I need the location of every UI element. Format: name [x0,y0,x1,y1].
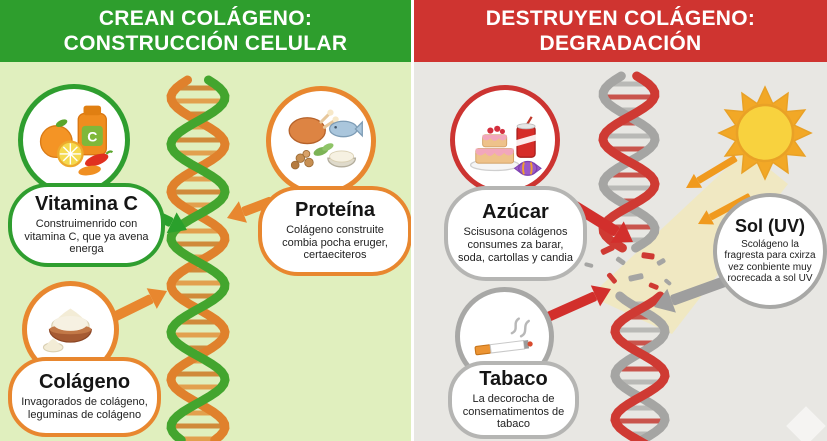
dna-helix-right-bottom [610,291,670,441]
azucar-title: Azúcar [482,201,549,224]
tabaco-title: Tabaco [479,367,548,390]
proteina-description: Colágeno construite combia pocha eruger,… [282,223,388,262]
azucar-description: Scisusona colágenos consumes za barar, s… [458,226,573,264]
sun-ray-arrow-1 [686,155,738,189]
tabaco-description: La decorocha de consematimentos de tabac… [462,392,565,431]
tabaco-bubble: Tabaco La decorocha de consematimentos d… [448,361,579,439]
sol-uv-description: Scolágeno la fragresta para cxirza vez c… [724,238,816,285]
vitamin-bottle-letter: C [87,129,97,145]
sun-icon [717,85,813,181]
proteina-bubble: Proteína Colágeno construite combia poch… [258,186,411,276]
colageno-description: Invagorados de colágeno, leguminas de co… [21,396,148,421]
azucar-icon-circle [450,85,560,195]
sun-beam [590,150,788,334]
sol-uv-arrow [654,276,728,313]
vitamina-c-title: Vitamina C [35,192,138,215]
destroy-collagen-panel: DESTRUYEN COLÁGENO: DEGRADACIÓN [414,0,827,441]
azucar-bubble: Azúcar Scisusona colágenos consumes za b… [444,186,587,281]
vitamina-c-bubble: Vitamina C Construimenrido con vitamina … [8,183,165,267]
vitamin-c-foods-icon: C [40,105,114,176]
proteina-icon-circle [266,86,376,196]
colageno-title: Colágeno [38,371,131,394]
sol-uv-title: Sol (UV) [735,216,805,237]
colageno-bubble: Colágeno Invagorados de colágeno, legumi… [8,357,161,437]
left-header: CREAN COLÁGENO: CONSTRUCCIÓN CELULAR [0,0,411,62]
right-header-line2: DEGRADACIÓN [539,32,702,55]
create-collagen-panel: CREAN COLÁGENO: CONSTRUCCIÓN CELULAR C V… [0,0,411,441]
dna-fragments [584,244,672,290]
dna-helix-right-top [598,71,660,253]
colageno-arrow [110,288,168,322]
right-header-line1: DESTRUYEN COLÁGENO: [485,7,756,30]
dna-helix-left [166,75,230,441]
vitamina-c-description: Construimenrido con vitamina C, que ya a… [24,217,149,256]
left-header-line2: CONSTRUCCIÓN CELULAR [63,32,348,55]
collagen-powder-bowl-icon [43,308,93,353]
proteina-title: Proteína [294,198,376,221]
right-header: DESTRUYEN COLÁGENO: DEGRADACIÓN [414,0,827,62]
cake-soda-candy-icon [469,116,542,176]
protein-foods-icon [288,109,363,170]
left-header-line1: CREAN COLÁGENO: [98,7,313,30]
tabaco-arrow [546,285,611,321]
vitamina-c-icon-circle: C [18,84,130,196]
sol-uv-bubble: Sol (UV) Scolágeno la fragresta para cxi… [713,193,827,309]
cigarette-icon [474,317,533,356]
